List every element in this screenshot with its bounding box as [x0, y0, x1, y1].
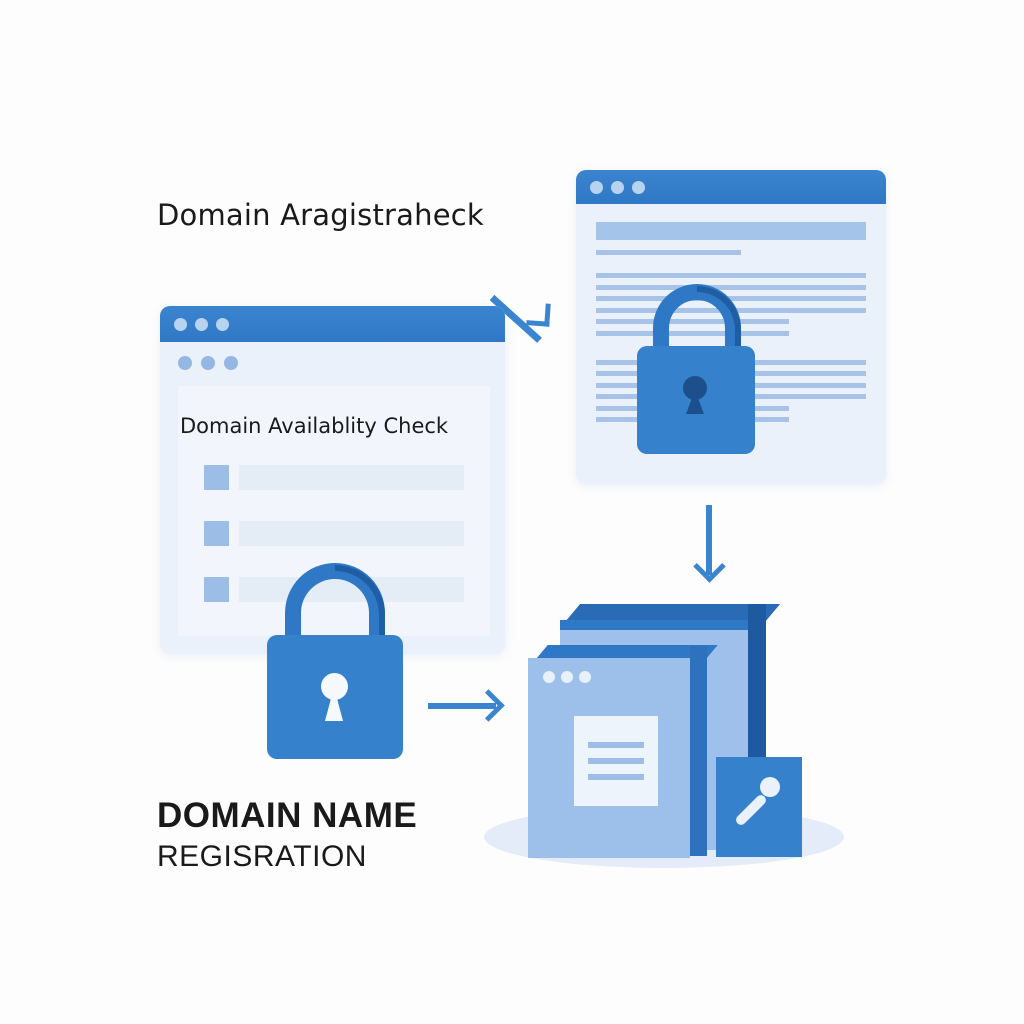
top-heading: Domain Aragistraheck	[157, 198, 484, 232]
window-dot	[632, 180, 645, 194]
bottom-heading: DOMAIN NAME	[157, 796, 418, 835]
list-item	[204, 521, 464, 547]
padlock-icon	[267, 563, 403, 759]
window-dot	[174, 317, 187, 331]
list-item	[204, 465, 464, 491]
window-title-bar	[576, 170, 886, 204]
availability-check-label: Domain Availablity Check	[180, 414, 449, 438]
window-dot	[216, 317, 229, 331]
window-dot	[590, 180, 603, 194]
window-dot	[611, 180, 624, 194]
window-title-bar	[160, 306, 505, 342]
pin-icon	[716, 757, 802, 857]
window-dots	[543, 671, 591, 683]
padlock-icon	[637, 284, 755, 456]
inner-dots	[178, 356, 238, 370]
document-icon	[574, 716, 658, 806]
window-dot	[195, 317, 208, 331]
bottom-subheading: REGISRATION	[157, 840, 367, 873]
